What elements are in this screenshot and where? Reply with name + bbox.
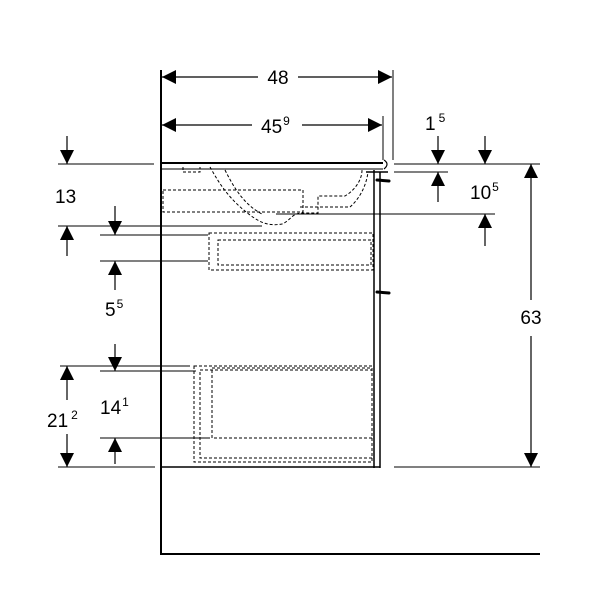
label-5-5: 55 [105,297,124,321]
label-63: 63 [520,308,541,329]
basin-bowl [162,189,304,213]
handle-upper [375,178,391,183]
extension-lines [58,70,540,468]
faucet-nub [383,159,388,170]
basin-inner [224,169,369,215]
handles [375,178,391,295]
handle-lower [375,290,391,295]
upper-drawer-inner [217,239,372,266]
label-13: 13 [55,187,76,208]
label-10-5: 105 [470,180,499,204]
wall-and-floor [160,70,540,555]
label-14-1: 141 [100,395,129,419]
label-48: 48 [267,68,288,89]
cabinet-body [161,159,388,468]
lower-drawer-outer [193,365,373,463]
upper-drawer-outer [208,232,374,271]
dimension-arrows [60,70,538,467]
lower-drawer-inner [211,367,373,439]
lower-drawer-mid [199,369,373,459]
basin-outline [182,166,363,226]
label-45-9: 459 [261,114,290,138]
hidden-lines [162,166,374,463]
